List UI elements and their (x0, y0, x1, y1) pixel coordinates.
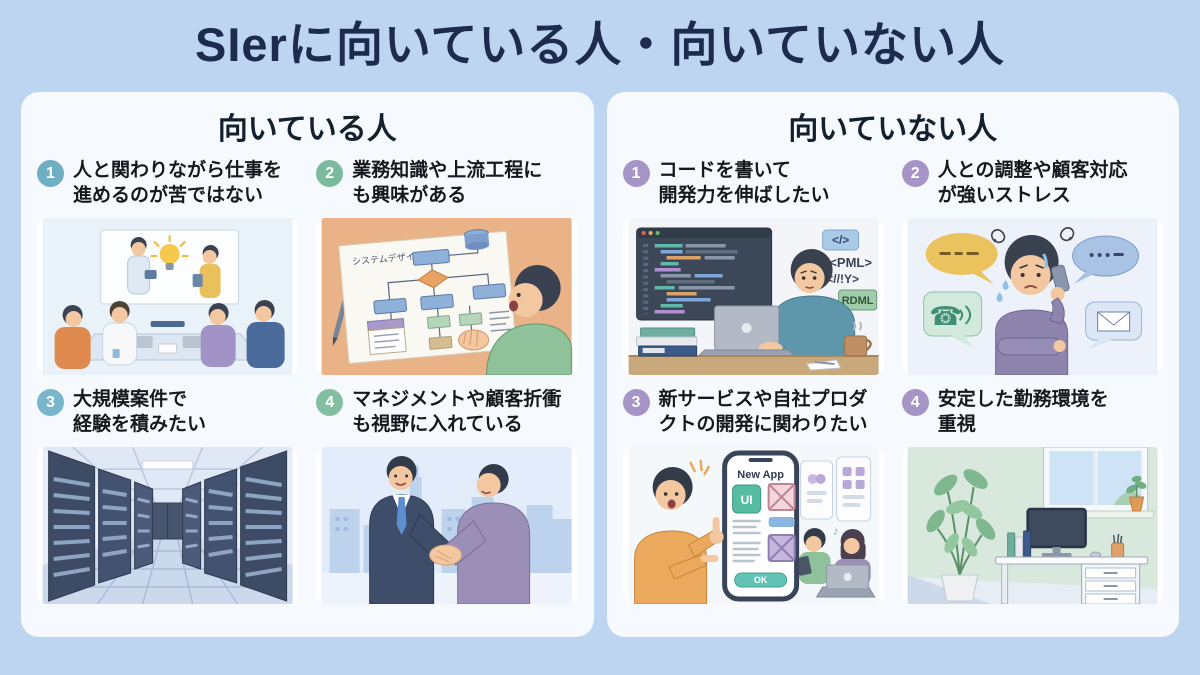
panel-unsuited: 向いていない人 1 コードを書いて開発力を伸ばしたい (606, 92, 1179, 637)
panel-suited-title: 向いている人 (217, 113, 397, 146)
business-handshake-illustration (316, 447, 578, 604)
panel-suited: 向いている人 1 人と関わりながら仕事を進めるのが苦ではない (21, 92, 594, 637)
number-badge: 4 (316, 389, 344, 416)
unsuited-item-4: 4 安定した勤務環境を重視 (901, 387, 1163, 604)
large-plant (926, 469, 996, 602)
number-badge: 4 (901, 389, 929, 416)
page-title: SIerに向いている人・向いていない人 (194, 18, 1005, 71)
svg-text:<PML>: <PML> (829, 255, 872, 270)
panel-unsuited-grid: 1 コードを書いて開発力を伸ばしたい (622, 158, 1163, 604)
team-meeting-illustration (37, 218, 299, 375)
coding-at-laptop-illustration: </> <PML> <//!Y> RDML (622, 218, 884, 375)
number-badge: 2 (316, 160, 344, 187)
sparkle-lines (688, 459, 710, 476)
speech-bubble (1071, 235, 1139, 277)
item-text: 新サービスや自社プロダクトの開発に関わりたい (658, 389, 868, 436)
calm-office-desk-illustration (901, 447, 1163, 604)
stress-squiggle (1059, 227, 1074, 242)
envelope-icon (1096, 311, 1130, 332)
unsuited-item-1: 1 コードを書いて開発力を伸ばしたい (622, 158, 884, 375)
svg-text:OK: OK (753, 575, 767, 585)
stressed-phone-call-illustration: ☎ (901, 218, 1163, 375)
system-design-flowchart-illustration: システムデザイ (316, 218, 578, 375)
svg-text:New App: New App (737, 469, 784, 481)
item-text: 業務知識や上流工程にも興味がある (352, 160, 543, 207)
item-text: 大規模案件で経験を積みたい (73, 389, 207, 436)
code-tag-badge (837, 289, 877, 311)
server-room-illustration (37, 447, 299, 604)
suited-item-4: 4 マネジメントや顧客折衝も視野に入れている (316, 387, 578, 604)
svg-text:システムデザイ: システムデザイ (352, 250, 415, 266)
ui-button (731, 484, 761, 514)
unsuited-item-2: 2 人との調整や顧客対応が強いストレス (901, 158, 1163, 375)
panel-unsuited-title: 向いていない人 (788, 113, 998, 146)
stress-squiggle (990, 229, 1006, 244)
sweat-drops (996, 280, 1009, 302)
code-tag-badge (821, 229, 859, 251)
svg-text:<//!Y>: <//!Y> (826, 272, 859, 286)
svg-text:UI: UI (740, 493, 752, 507)
monitor (1026, 507, 1087, 549)
number-badge: 3 (622, 389, 650, 416)
svg-text:</>: </> (831, 233, 848, 247)
suited-item-2: 2 業務知識や上流工程にも興味がある システムデザイ (316, 158, 578, 375)
lightbulb-icon (150, 235, 189, 270)
number-badge: 1 (622, 160, 650, 187)
number-badge: 3 (37, 389, 64, 416)
item-text: 人と関わりながら仕事を進めるのが苦ではない (73, 160, 283, 207)
ok-button (733, 572, 787, 588)
small-plant-pot (1128, 496, 1144, 512)
app-screen (799, 460, 833, 520)
number-badge: 1 (37, 160, 64, 187)
item-text: 人との調整や顧客対応が強いストレス (937, 160, 1128, 207)
pen-icon (333, 300, 348, 347)
panels-container: 向いている人 1 人と関わりながら仕事を進めるのが苦ではない (0, 92, 1200, 637)
item-text: 安定した勤務環境を重視 (937, 389, 1109, 436)
suited-item-1: 1 人と関わりながら仕事を進めるのが苦ではない (37, 158, 299, 375)
unsuited-item-3: 3 新サービスや自社プロダクトの開発に関わりたい (622, 387, 884, 604)
item-text: マネジメントや顧客折衝も視野に入れている (352, 389, 562, 436)
music-note-icon: ♪ (832, 524, 838, 538)
phone-icon: ☎ (929, 301, 961, 331)
number-badge: 2 (901, 160, 929, 187)
new-app-development-illustration: ♪ New App UI (622, 447, 884, 604)
suited-item-3: 3 大規模案件で経験を積みたい (37, 387, 299, 604)
svg-text:RDML: RDML (841, 295, 873, 307)
app-screen (835, 456, 871, 522)
panel-suited-grid: 1 人と関わりながら仕事を進めるのが苦ではない (37, 158, 578, 604)
item-text: コードを書いて開発力を伸ばしたい (658, 160, 830, 207)
